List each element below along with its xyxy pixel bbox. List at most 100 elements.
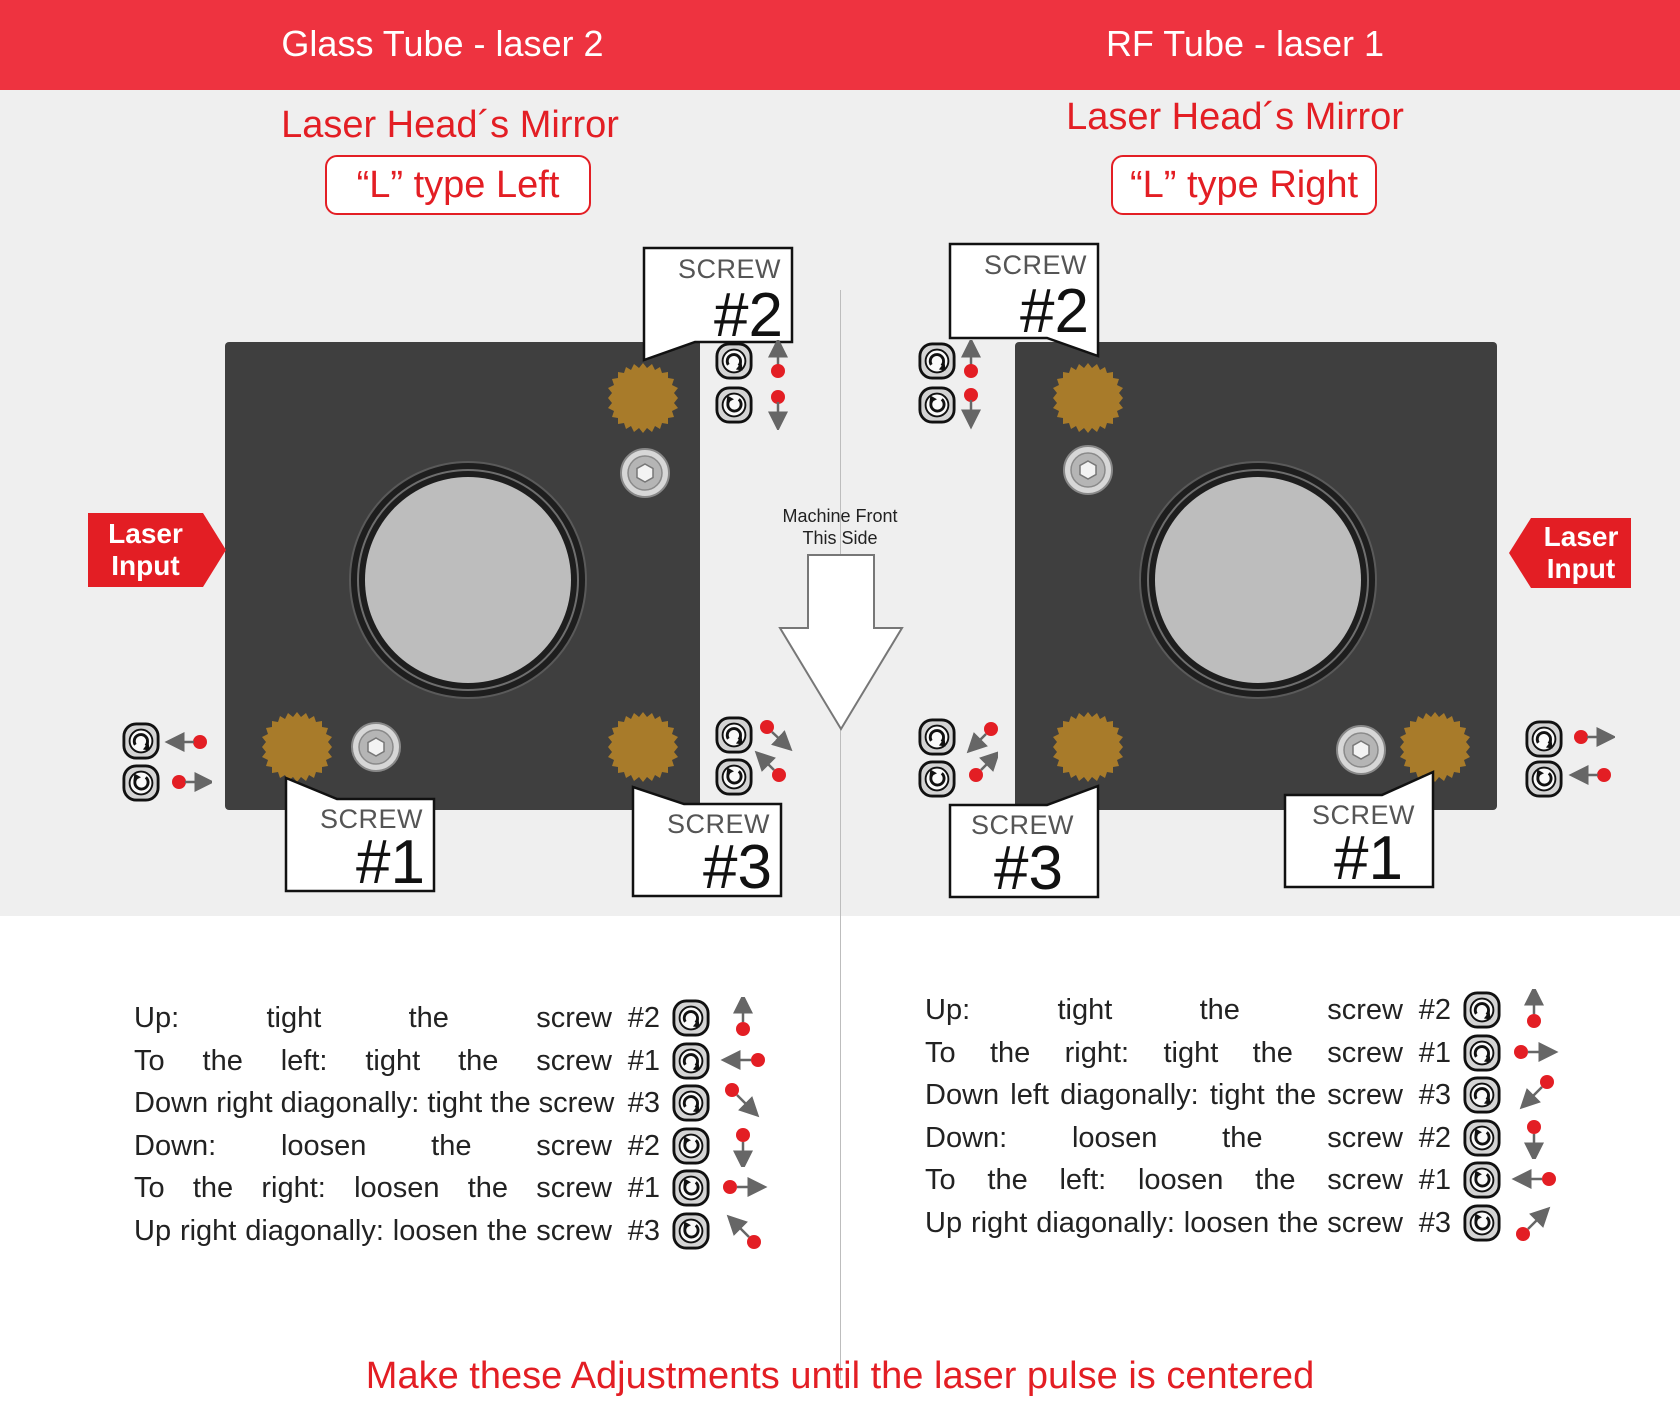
screw-number: #1 [356,828,425,897]
instruction-text: To the left: loosen the screw [925,1164,1403,1196]
instruction-screw-number: #3 [627,1087,660,1119]
instruction-screw-number: #1 [1418,1036,1451,1069]
rotate-clockwise-icon [1463,1076,1501,1114]
instruction-screw-number: #1 [1418,1164,1451,1196]
rotate-counterclockwise-icon [1463,1203,1501,1242]
screw-label: SCREW [667,809,770,839]
instruction-text: Down: loosen the screw [134,1129,612,1162]
screw-number: #2 [714,281,783,350]
instruction-text: Down right diagonally: tight the screw [134,1087,615,1119]
right-callout-screw-3: SCREW #3 [948,784,1100,903]
right-knob-screw-3 [1053,712,1123,782]
laser-input-line-2: Input [111,550,180,581]
direction-down-icon [1524,1119,1544,1159]
left-callout-screw-1: SCREW #1 [284,776,436,897]
direction-left-icon [720,1049,765,1070]
machine-front-line-2: This Side [802,528,878,548]
instruction-row: Up right diagonally: loosen the screw #3 [925,1203,1605,1243]
header-right-title: RF Tube - laser 1 [1105,23,1385,64]
instruction-text: Up: tight the screw [925,994,1403,1026]
right-mirror-type: “L” type Right [1111,155,1377,215]
instruction-row: To the left: loosen the screw #1 [925,1160,1605,1200]
instruction-screw-number: #3 [627,1214,660,1247]
direction-right-icon [1514,1041,1559,1062]
machine-front-label: Machine Front This Side [770,505,910,549]
instruction-screw-number: #2 [627,1002,660,1034]
center-divider [840,290,841,1380]
instruction-text: To the right: tight the screw [925,1036,1403,1069]
instruction-row: To the left: tight the screw #1 [134,1041,814,1081]
right-screw-2-adjust-icons [918,340,981,430]
direction-up-left-icon [726,1214,761,1249]
instruction-text: To the left: tight the screw [134,1044,612,1077]
rotate-counterclockwise-icon [672,1211,710,1250]
left-plate-notch [700,342,710,810]
instruction-screw-number: #1 [627,1172,660,1204]
instruction-row: Down: loosen the screw#2 [925,1118,1605,1159]
right-mirror-lens [1138,460,1378,700]
footer-note: Make these Adjustments until the laser p… [365,1355,1315,1397]
instruction-text: Up right diagonally: loosen the screw [925,1206,1403,1239]
instruction-row: To the right: loosen the screw #1 [134,1168,814,1208]
left-instructions: Up: tight the screw #2 To the left: tight … [134,997,814,1250]
laser-input-line-1: Laser [1543,521,1619,552]
direction-down-left-icon [1519,1075,1554,1110]
instruction-screw-number: #3 [1418,1079,1451,1111]
screw-number: #3 [703,833,772,902]
right-mirror-title: Laser Head´s Mirror [1066,96,1404,138]
screw-number: #1 [1334,824,1403,893]
direction-left-icon [1511,1169,1556,1189]
direction-up-icon [1524,989,1544,1028]
right-hex-bolt [1063,445,1113,495]
left-screw-3-adjust-icons [715,716,793,796]
right-instructions: Up: tight the screw #2 To the right: tight… [925,989,1605,1243]
instruction-text: Down left diagonally: tight the screw [925,1079,1403,1111]
right-callout-screw-2: SCREW #2 [948,242,1100,358]
rotate-clockwise-icon [672,999,710,1037]
instruction-row: Down: loosen the screw#2 [134,1126,814,1167]
left-laser-input-badge: Laser Input [88,513,226,587]
instruction-screw-number: #3 [1418,1206,1451,1239]
rotate-clockwise-icon [672,1041,710,1080]
rotate-counterclockwise-icon [672,1169,710,1207]
left-screw-1-adjust-icons [122,722,212,802]
rotate-counterclockwise-icon [1463,1118,1501,1157]
right-knob-screw-2 [1053,363,1123,433]
direction-up-icon [733,997,753,1036]
screw-number: #3 [994,834,1063,903]
instruction-row: To the right: tight the screw #1 [925,1033,1605,1073]
rotate-counterclockwise-icon [1463,1161,1501,1199]
instruction-text: To the right: loosen the screw [134,1172,612,1204]
instruction-row: Down right diagonally: tight the screw #3 [134,1083,814,1123]
direction-right-icon [723,1177,768,1197]
direction-down-icon [733,1127,753,1167]
screw-label: SCREW [984,250,1087,280]
direction-down-right-icon [725,1083,760,1118]
laser-input-line-1: Laser [108,518,183,549]
left-mirror-lens [348,460,588,700]
right-knob-screw-1 [1400,712,1470,782]
left-hex-bolt-bottom [351,722,401,772]
instruction-screw-number: #1 [627,1044,660,1077]
right-screw-1-adjust-icons [1525,720,1615,798]
left-knob-screw-2 [608,363,678,433]
machine-front-line-1: Machine Front [782,506,898,526]
instruction-text: Up right diagonally: loosen the screw [134,1214,612,1247]
screw-label: SCREW [678,254,781,284]
left-knob-screw-1 [262,712,332,782]
right-laser-input-badge: Laser Input [1509,518,1631,588]
left-mirror-title: Laser Head´s Mirror [281,104,619,146]
header-bar: Glass Tube - laser 2 RF Tube - laser 1 [0,0,1680,90]
rotate-clockwise-icon [1463,1033,1501,1072]
instruction-text: Up: tight the screw [134,1002,612,1034]
rotate-clockwise-icon [672,1084,710,1122]
laser-input-line-2: Input [1546,553,1616,584]
direction-up-right-icon [1516,1206,1551,1241]
left-knob-screw-3 [608,712,678,782]
left-callout-screw-3: SCREW #3 [631,785,783,902]
header-left-title: Glass Tube - laser 2 [281,23,604,64]
screw-label: SCREW [971,810,1074,840]
left-hex-bolt [620,448,670,498]
right-screw-3-adjust-icons [918,718,998,798]
instruction-screw-number: #2 [1418,1121,1451,1154]
